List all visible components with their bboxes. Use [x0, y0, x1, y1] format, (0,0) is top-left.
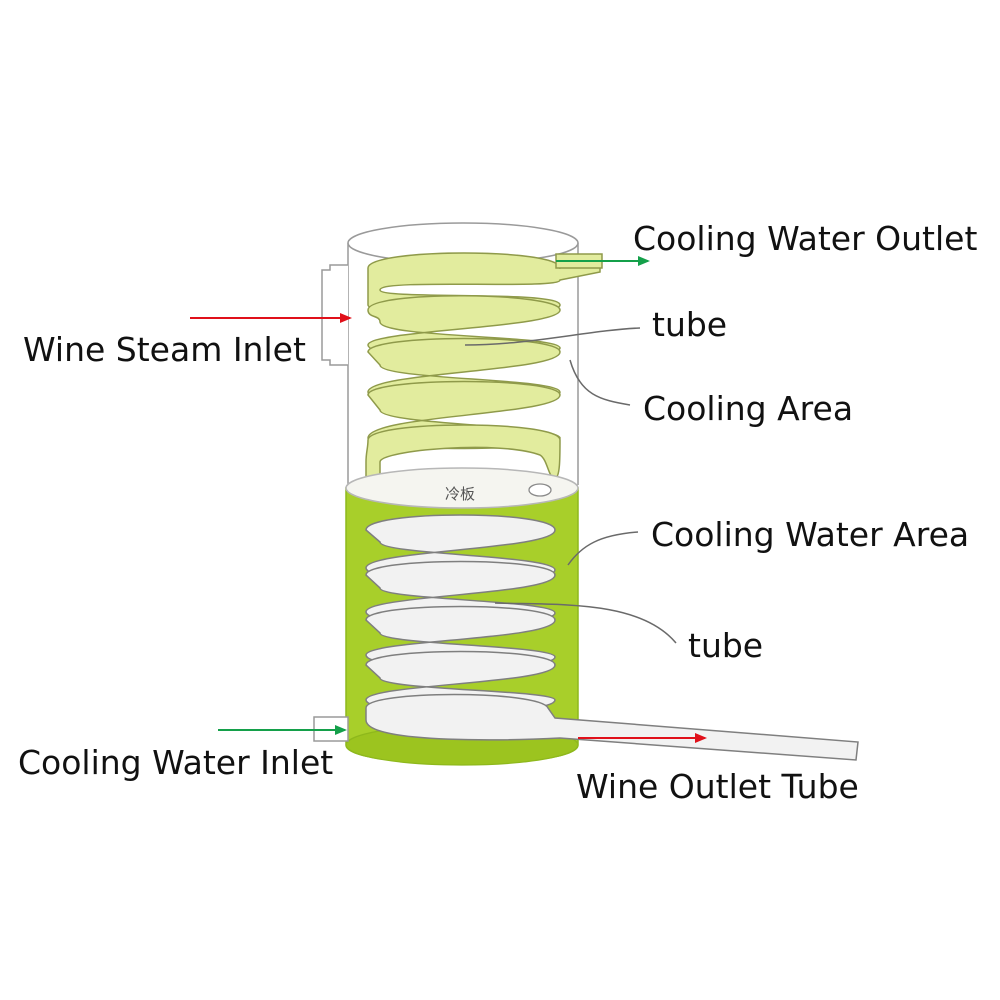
tube-lower-label: tube [688, 626, 763, 665]
steam-inlet-flange [321, 264, 348, 366]
upper-cylinder [347, 222, 579, 485]
upper-coil [365, 252, 601, 493]
cooling-water-inlet-label: Cooling Water Inlet [18, 743, 333, 782]
cold-plate-label: 冷板 [445, 485, 475, 503]
leader-tube-upper [464, 327, 641, 346]
cooling-water-outlet-label: Cooling Water Outlet [633, 219, 977, 258]
leader-cooling-water-area [567, 531, 639, 566]
leader-lines [464, 327, 677, 644]
wine-steam-inlet-label: Wine Steam Inlet [23, 330, 306, 369]
lower-coil [365, 514, 859, 761]
leader-cooling-area [569, 359, 631, 406]
leader-tube-lower [494, 602, 677, 644]
cooling-area-label: Cooling Area [643, 389, 853, 428]
tube-upper-label: tube [652, 305, 727, 344]
cooling-water-area-label: Cooling Water Area [651, 515, 969, 554]
wine-outlet-tube-label: Wine Outlet Tube [576, 767, 859, 806]
